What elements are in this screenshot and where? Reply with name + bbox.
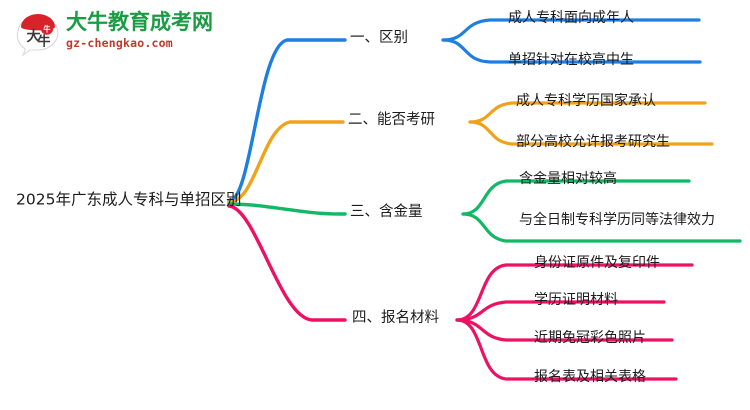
root-node[interactable]: 2025年广东成人专科与单招区别 [16,190,242,209]
leaf-line-4-1 [455,263,694,322]
branch-node-4[interactable]: 四、报名材料 [352,310,439,326]
svg-text:大: 大 [27,28,41,45]
leaf-line-3-2 [461,212,742,243]
trunk-line-1 [227,38,347,203]
branch-node-3[interactable]: 三、含金量 [350,204,423,220]
trunk-line-3 [227,202,347,216]
leaf-node-4-1[interactable]: 身份证原件及复印件 [534,255,660,271]
leaf-line-2-2 [468,120,714,146]
logo-url: gz-chengkao.com [66,36,173,50]
trunk-line-4 [227,204,347,322]
logo-wordmark: 大牛教育成考网 gz-chengkao.com [66,10,213,51]
branch-node-1[interactable]: 一、区别 [350,30,408,46]
dainiu-cow-logo-icon: 牛 大 牛 [14,10,62,57]
leaf-node-3-1[interactable]: 含金量相对较高 [519,171,617,187]
leaf-node-1-1[interactable]: 成人专科面向成年人 [508,10,634,26]
leaf-line-1-2 [441,38,702,64]
leaf-node-2-1[interactable]: 成人专科学历国家承认 [516,93,656,109]
leaf-node-2-2[interactable]: 部分高校允许报考研究生 [516,134,670,150]
logo-name: 大牛教育成考网 [66,10,213,34]
leaf-line-4-4 [455,318,678,381]
svg-text:牛: 牛 [43,24,50,33]
trunk-line-2 [227,120,345,204]
branch-node-2[interactable]: 二、能否考研 [348,112,435,128]
leaf-node-4-3[interactable]: 近期免冠彩色照片 [534,330,646,346]
leaf-node-4-4[interactable]: 报名表及相关表格 [534,369,646,385]
leaf-line-3-1 [461,179,691,216]
svg-text:牛: 牛 [37,34,50,50]
leaf-node-1-2[interactable]: 单招针对在校高中生 [508,52,634,68]
leaf-node-3-2[interactable]: 与全日制专科学历同等法律效力 [519,212,715,228]
site-logo: 牛 大 牛 大牛教育成考网 gz-chengkao.com [14,8,213,58]
leaf-node-4-2[interactable]: 学历证明材料 [534,292,618,308]
